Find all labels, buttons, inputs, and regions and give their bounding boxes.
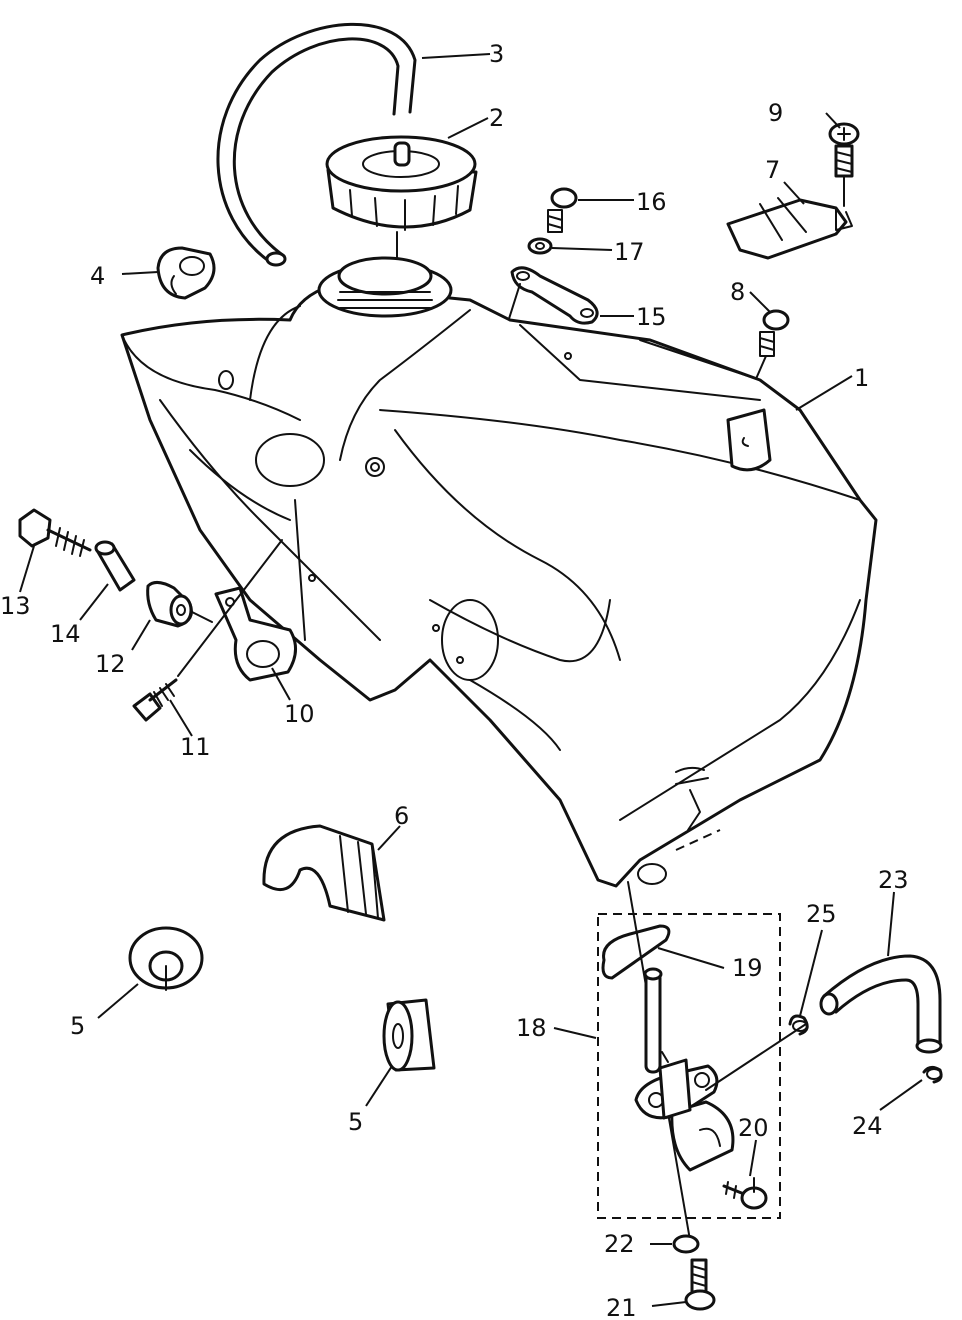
callout-12: 12: [95, 650, 126, 678]
callout-19: 19: [732, 954, 763, 982]
part-20-screw: [722, 1177, 768, 1210]
callout-16: 16: [636, 188, 667, 216]
part-8-screw: [751, 309, 790, 389]
leader-lines: [19, 53, 923, 1307]
part-21-screw: [684, 1258, 716, 1311]
callout-1: 1: [854, 364, 869, 392]
callout-9: 9: [768, 99, 783, 127]
part-16-bolt: [547, 187, 578, 233]
part-5-grommet-lower: [382, 998, 436, 1072]
callout-5-lower: 5: [348, 1108, 363, 1136]
callout-2: 2: [489, 104, 504, 132]
callout-10: 10: [284, 700, 315, 728]
callout-14: 14: [50, 620, 81, 648]
part-11-bolt: [132, 539, 283, 722]
part-25-clip: [788, 1014, 809, 1036]
callout-4: 4: [90, 262, 105, 290]
callout-8: 8: [730, 278, 745, 306]
callout-24: 24: [852, 1112, 883, 1140]
part-3-breather-hose: [216, 22, 417, 267]
callout-22: 22: [604, 1230, 635, 1258]
callout-labels: 3 2 9 7 16 17 15 8 1 4 13 14 12 11 10 6 …: [0, 40, 909, 1320]
part-14-collar: [94, 540, 136, 592]
part-12-damper: [146, 581, 213, 628]
callout-11: 11: [180, 733, 211, 761]
part-1-fuel-tank: [120, 256, 878, 888]
part-18-fuel-cock-box: [597, 913, 781, 1219]
callout-17: 17: [614, 238, 645, 266]
part-9-screw: [828, 122, 860, 207]
callout-23: 23: [878, 866, 909, 894]
part-13-bolt: [18, 508, 92, 557]
callout-18: 18: [516, 1014, 547, 1042]
part-7-bracket: [726, 197, 853, 260]
part-4-hose-clamp: [156, 246, 216, 300]
fuel-cock-body: [634, 967, 735, 1172]
callout-15: 15: [636, 303, 667, 331]
callout-7: 7: [765, 156, 780, 184]
callout-20: 20: [738, 1114, 769, 1142]
callout-6: 6: [394, 802, 409, 830]
callout-3: 3: [489, 40, 504, 68]
part-17-washer: [527, 237, 553, 255]
callout-5-upper: 5: [70, 1012, 85, 1040]
callout-25: 25: [806, 900, 837, 928]
part-5-grommet-upper: [128, 926, 204, 991]
part-24-clip: [922, 1065, 943, 1084]
part-2-fuel-cap: [325, 135, 478, 283]
part-15-stay: [507, 266, 599, 325]
callout-21: 21: [606, 1294, 637, 1320]
part-22-washer: [672, 1234, 700, 1254]
callout-13: 13: [0, 592, 31, 620]
part-6-damper: [262, 824, 386, 922]
part-23-fuel-hose: [705, 954, 943, 1091]
part-19-gasket: [601, 924, 671, 980]
